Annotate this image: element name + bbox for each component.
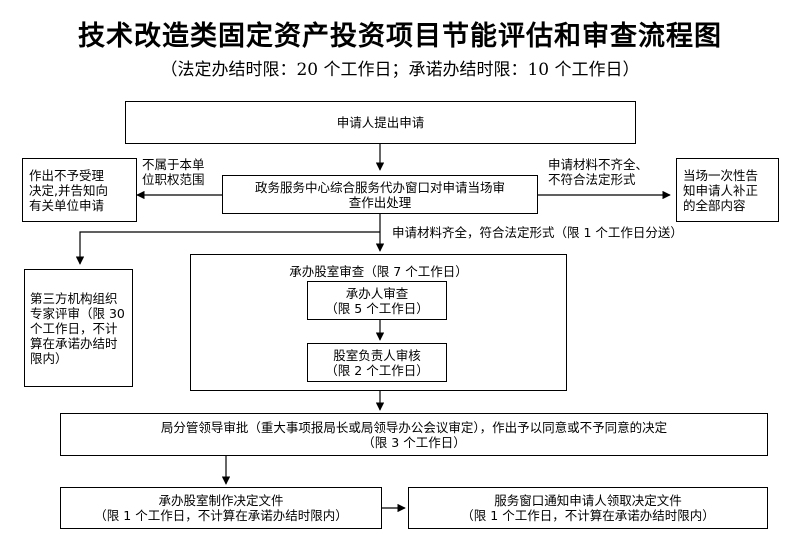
decision-doc-box: 承办股室制作决定文件 （限 1 个工作日，不计算在承诺办结时限内）: [60, 487, 382, 529]
leader-approval-box: 局分管领导审批（重大事项报局长或局领导办公会议审定），作出予以同意或不予同意的决…: [60, 413, 768, 456]
head-review-box: 股室负责人审核 （限 2 个工作日）: [307, 343, 447, 382]
reject-line1: 作出不予受理: [29, 167, 105, 183]
note-complete: 申请材料齐全，符合法定形式（限 1 个工作日分送）: [392, 225, 683, 240]
apply-text: 申请人提出申请: [336, 115, 425, 130]
note-incomplete-line1: 申请材料不齐全、: [548, 157, 649, 172]
note-not-scope-line2: 位职权范围: [142, 172, 205, 187]
review-panel-title: 承办股室审查（限 7 个工作日）: [289, 264, 468, 279]
handler-review-box: 承办人审查 （限 5 个工作日）: [307, 281, 447, 320]
reject-line2: 决定,并告知向: [29, 182, 108, 198]
reject-box: 作出不予受理 决定,并告知向 有关单位申请: [22, 158, 137, 222]
center-text-line1: 政务服务中心综合服务代办窗口对申请当场审: [254, 179, 505, 195]
supplement-box: 当场一次性告 知申请人补正 的全部内容: [676, 158, 779, 222]
note-not-scope: 不属于本单 位职权范围: [142, 157, 205, 187]
leader-line2: （限 3 个工作日）: [362, 434, 466, 450]
decision-line1: 承办股室制作决定文件: [158, 493, 284, 508]
reject-line3: 有关单位申请: [29, 197, 105, 213]
decision-line2: （限 1 个工作日，不计算在承诺办结时限内）: [94, 508, 348, 523]
head-line1: 股室负责人审核: [333, 347, 421, 363]
handler-line2: （限 5 个工作日）: [325, 300, 429, 316]
notify-box: 服务窗口通知申请人领取决定文件 （限 1 个工作日，不计算在承诺办结时限内）: [408, 487, 768, 529]
note-complete-line: 申请材料齐全，符合法定形式（限 1 个工作日分送）: [392, 225, 683, 240]
note-incomplete: 申请材料不齐全、 不符合法定形式: [548, 157, 648, 187]
arrow-to-thirdparty: [75, 231, 380, 265]
leader-line1: 局分管领导审批（重大事项报局长或局领导办公会议审定），作出予以同意或不予同意的决…: [160, 419, 668, 435]
thirdparty-line4: 算在承诺办结时: [30, 335, 118, 351]
review-panel: 承办股室审查（限 7 个工作日）: [190, 254, 567, 391]
supplement-line1: 当场一次性告: [683, 167, 759, 183]
page-title: 技术改造类固定资产投资项目节能评估和审查流程图: [78, 21, 722, 52]
supplement-line2: 知申请人补正: [683, 182, 759, 198]
note-incomplete-line2: 不符合法定形式: [548, 172, 636, 187]
note-not-scope-line1: 不属于本单: [142, 157, 205, 172]
head-line2: （限 2 个工作日）: [325, 362, 429, 378]
page-subtitle: （法定办结时限：20 个工作日；承诺办结时限：10 个工作日）: [160, 60, 640, 80]
thirdparty-line3: 个工作日，不计: [30, 320, 118, 336]
handler-line1: 承办人审查: [345, 285, 409, 301]
thirdparty-line5: 限内）: [30, 350, 68, 366]
notify-line1: 服务窗口通知申请人领取决定文件: [494, 493, 682, 508]
thirdparty-line1: 第三方机构组织: [30, 290, 118, 306]
notify-line2: （限 1 个工作日，不计算在承诺办结时限内）: [461, 508, 715, 523]
center-processing-box: 政务服务中心综合服务代办窗口对申请当场审 查作出处理: [222, 175, 538, 214]
apply-box: 申请人提出申请: [125, 101, 636, 144]
center-text-line2: 查作出处理: [348, 194, 412, 210]
thirdparty-line2: 专家评审（限 30: [30, 305, 125, 321]
supplement-line3: 的全部内容: [683, 197, 746, 213]
thirdparty-review-box: 第三方机构组织 专家评审（限 30 个工作日，不计 算在承诺办结时 限内）: [24, 269, 133, 387]
